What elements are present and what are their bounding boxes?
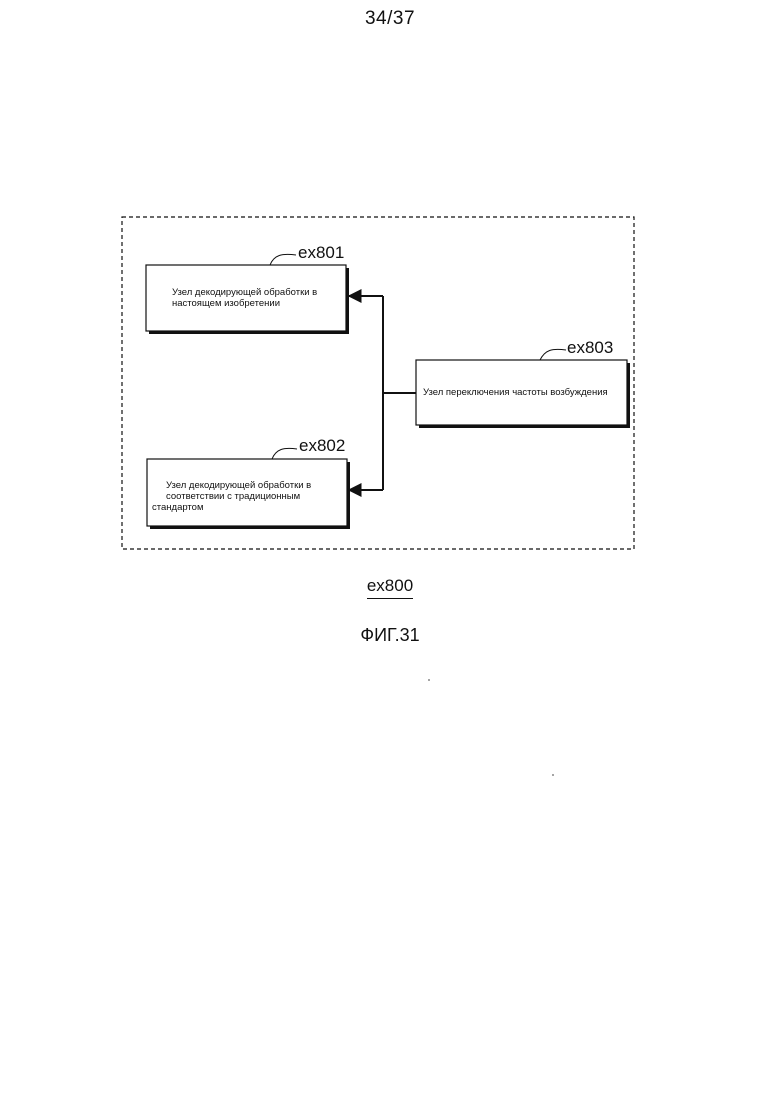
scan-speck <box>552 774 554 776</box>
leader-ex802 <box>272 448 297 459</box>
block-ex803-line1: Узел переключения частоты возбуждения <box>423 387 623 398</box>
block-ex802-line3: стандартом <box>152 502 342 513</box>
block-ex801-text: Узел декодирующей обработки в настоящем … <box>172 287 344 309</box>
block-ex802-line1: Узел декодирующей обработки в <box>152 480 342 491</box>
system-label-text: ex800 <box>367 576 413 599</box>
block-ex803-text: Узел переключения частоты возбуждения <box>423 387 623 398</box>
block-ex801-line1: Узел декодирующей обработки в <box>172 287 344 298</box>
block-ex802-line2: соответствии с традиционным <box>152 491 342 502</box>
leader-ex803 <box>540 349 566 360</box>
ref-label-ex801: ex801 <box>298 244 344 262</box>
ref-label-ex802: ex802 <box>299 437 345 455</box>
system-label: ex800 <box>0 576 780 599</box>
leader-ex801 <box>270 254 296 265</box>
block-ex801-line2: настоящем изобретении <box>172 298 344 309</box>
figure-caption: ФИГ.31 <box>0 625 780 646</box>
block-ex802-text: Узел декодирующей обработки в соответств… <box>152 480 342 513</box>
scan-speck <box>428 679 430 681</box>
ref-label-ex803: ex803 <box>567 339 613 357</box>
